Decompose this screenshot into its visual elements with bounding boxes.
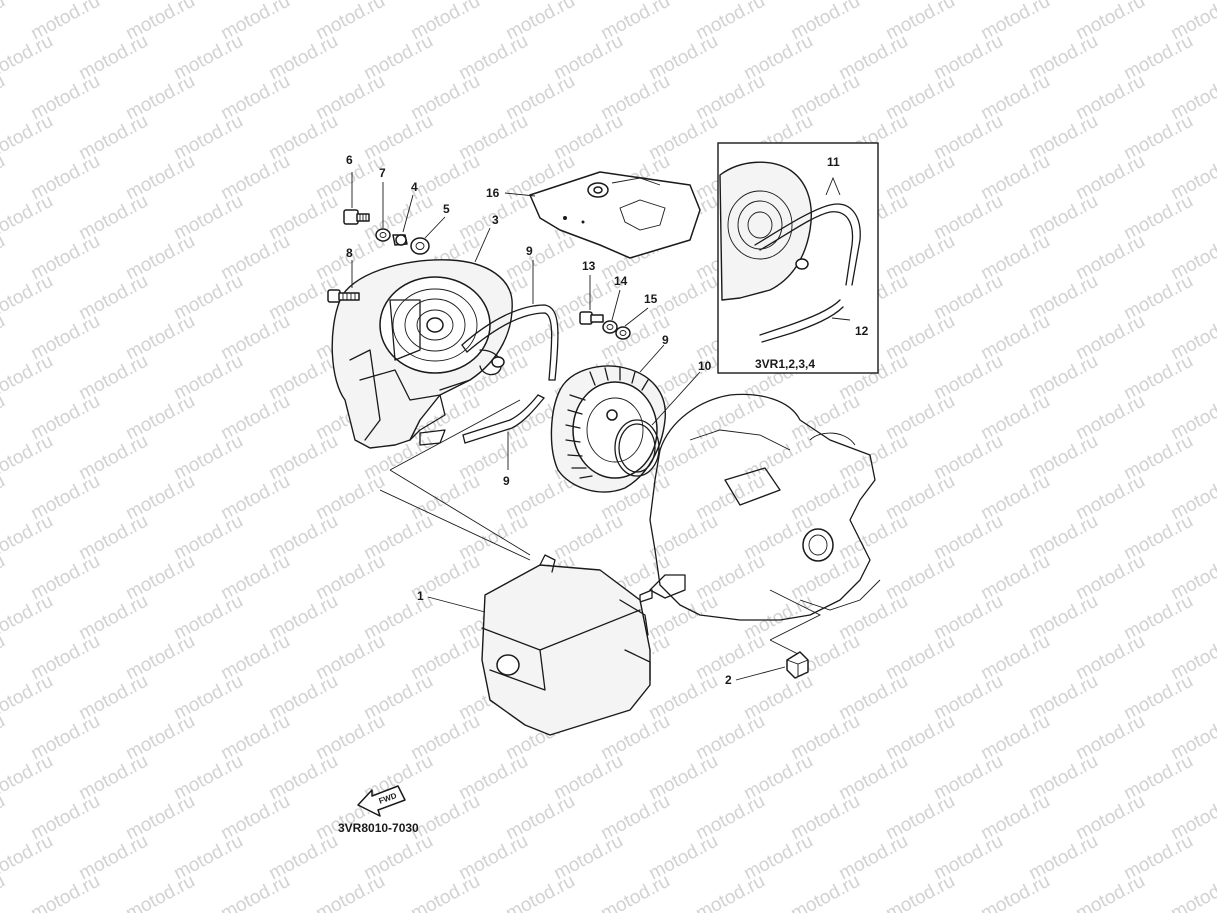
watermark-text: motod.ru (0, 431, 57, 485)
watermark-text: motod.ru (312, 871, 388, 913)
watermark-text: motod.ru (0, 31, 57, 85)
watermark-text: motod.ru (0, 551, 9, 605)
bolt-part-6 (343, 209, 370, 225)
washer-part-15 (615, 326, 631, 340)
cover-plate-part-16 (529, 171, 701, 259)
watermark-text: motod.ru (0, 391, 9, 445)
watermark-text: motod.ru (217, 871, 293, 913)
watermark-text: motod.ru (0, 671, 57, 725)
watermark-text: motod.ru (122, 871, 198, 913)
watermark-text: motod.ru (977, 871, 1053, 913)
watermark-text: motod.ru (1167, 871, 1217, 913)
watermark-text: motod.ru (0, 311, 9, 365)
callout-15: 15 (644, 292, 658, 306)
watermark-text: motod.ru (882, 871, 958, 913)
callout-2: 2 (725, 673, 732, 687)
callout-11: 9 (662, 333, 669, 347)
callout-10: 9 (526, 244, 533, 258)
callout-labels: 6 7 4 5 8 3 16 9 13 14 15 9 10 9 1 2 11 … (346, 153, 869, 687)
inset-label: 3VR1,2,3,4 (755, 357, 815, 371)
watermark-text: motod.ru (502, 871, 578, 913)
watermark-text: motod.ru (27, 871, 103, 913)
air-shroud-part-1 (481, 554, 651, 736)
inset-box (717, 142, 879, 374)
callout-6: 6 (346, 153, 353, 167)
fwd-arrow-icon: FWD (357, 785, 406, 817)
watermark-text: motod.ru (0, 871, 9, 913)
callout-9-main: 9 (503, 474, 510, 488)
washer-part-14 (602, 320, 618, 334)
leader-lines (351, 172, 786, 681)
watermark-text: motod.ru (0, 751, 57, 805)
watermark-text: motod.ru (0, 511, 57, 565)
watermark-text: motod.ru (0, 631, 9, 685)
screw-part-8 (327, 289, 360, 303)
washer-part-7 (375, 228, 391, 242)
watermark-text: motod.ru (692, 871, 768, 913)
callout-3: 3 (492, 213, 499, 227)
watermark-text: motod.ru (0, 71, 9, 125)
watermark-text: motod.ru (0, 591, 57, 645)
watermark-text: motod.ru (0, 191, 57, 245)
watermark-text: motod.ru (0, 351, 57, 405)
callout-12: 10 (698, 359, 712, 373)
watermark-text: motod.ru (0, 0, 57, 4)
watermark-text: motod.ru (0, 711, 9, 765)
watermark-text: motod.ru (0, 0, 9, 44)
callout-13: 13 (582, 259, 596, 273)
watermark-text: motod.ru (0, 471, 9, 525)
callout-4: 4 (411, 180, 418, 194)
watermark-text: motod.ru (787, 871, 863, 913)
engine-crankcase (639, 393, 881, 621)
cooling-fan-part-11 (550, 365, 666, 493)
fan-shroud-part-3 (331, 259, 513, 449)
callout-9-inset-bottom: 12 (855, 324, 869, 338)
assembly-lines (359, 284, 822, 656)
callout-9-inset-top: 11 (827, 155, 840, 169)
watermark-text: motod.ru (1072, 871, 1148, 913)
hose-part-10 (461, 304, 559, 381)
grommet-part-5 (410, 237, 430, 255)
callout-8: 8 (346, 246, 353, 260)
watermark-text: motod.ru (0, 271, 57, 325)
callout-14: 14 (614, 274, 628, 288)
spring-ring-part-12 (614, 419, 660, 477)
bolt-part-13 (579, 311, 604, 325)
callout-5: 5 (443, 202, 450, 216)
watermark-text: motod.ru (0, 831, 57, 885)
diagram-code: 3VR8010-7030 (338, 821, 419, 835)
watermark-text: motod.ru (407, 871, 483, 913)
callout-16: 16 (486, 186, 500, 200)
callout-7: 7 (379, 166, 386, 180)
clip-part-2 (786, 651, 809, 679)
watermark-text: motod.ru (0, 791, 9, 845)
callout-1: 1 (417, 589, 424, 603)
hose-part-9 (462, 394, 545, 444)
watermark-text: motod.ru (597, 871, 673, 913)
watermark-text: motod.ru (0, 231, 9, 285)
collar-part-4 (392, 234, 408, 246)
watermark-text: motod.ru (0, 111, 57, 165)
watermark-text: motod.ru (0, 151, 9, 205)
